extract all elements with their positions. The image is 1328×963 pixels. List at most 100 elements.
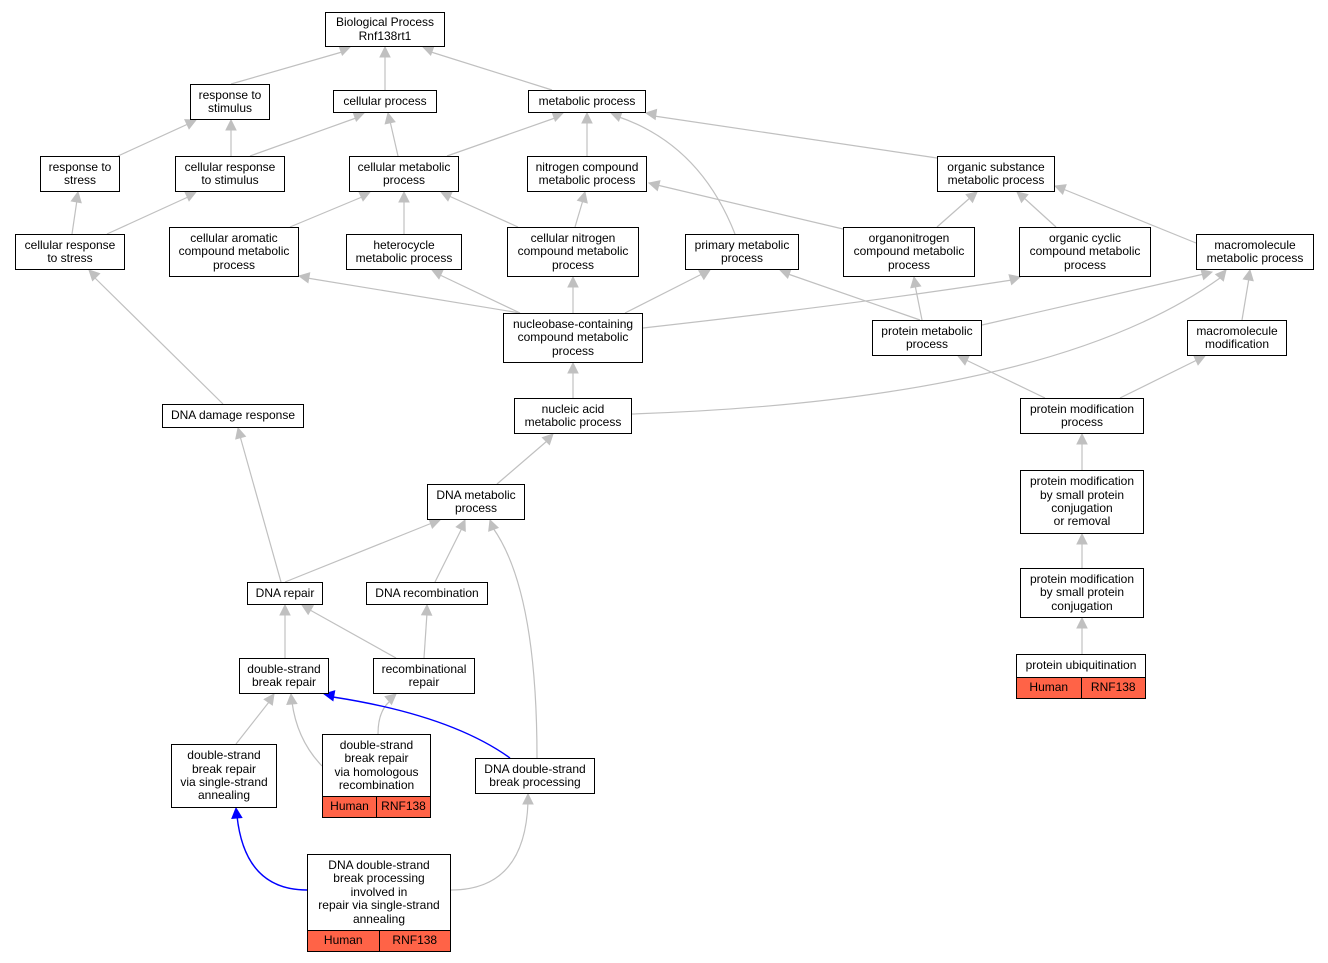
edge-cellular-response-to-stress-to-cellular-response-to-stimulus-arrowhead <box>184 191 198 202</box>
node-nucleobase-containing-compound-metabolic-process[interactable]: nucleobase-containing compound metabolic… <box>503 313 643 363</box>
node-metabolic-process[interactable]: metabolic process <box>528 90 646 113</box>
node-response-to-stress[interactable]: response to stress <box>40 156 120 192</box>
node-label: DNA metabolic process <box>436 487 516 515</box>
edge-dna-damage-response-to-cellular-response-to-stress <box>94 277 224 405</box>
node-dna-damage-response[interactable]: DNA damage response <box>162 404 304 428</box>
node-dsb-repair-via-single-strand-annealing[interactable]: double-strand break repair via single-st… <box>171 744 277 808</box>
node-label: metabolic process <box>538 93 636 108</box>
edge-dna-dsb-processing-to-double-strand-break-repair <box>332 696 511 759</box>
gene-label: RNF138 <box>376 797 430 817</box>
edge-protein-mod-small-or-removal-to-protein-modification-arrowhead <box>1076 432 1088 445</box>
node-macromolecule-modification[interactable]: macromolecule modification <box>1187 320 1287 356</box>
node-label: organonitrogen compound metabolic proces… <box>853 230 965 272</box>
edge-dna-dsb-processing-ssa-to-dna-dsb-processing <box>450 801 529 891</box>
node-macromolecule-metabolic-process[interactable]: macromolecule metabolic process <box>1196 234 1314 270</box>
gene-annotation: Human RNF138 <box>1017 677 1145 698</box>
node-dna-double-strand-break-processing[interactable]: DNA double-strand break processing <box>475 758 595 794</box>
node-label: cellular metabolic process <box>357 159 451 187</box>
edge-recombinational-repair-to-dna-recombination <box>423 612 428 659</box>
node-organic-substance-metabolic-process[interactable]: organic substance metabolic process <box>937 156 1055 192</box>
node-label: macromolecule modification <box>1196 323 1278 351</box>
edge-nucleobase-to-heterocycle <box>439 274 521 314</box>
node-dna-repair[interactable]: DNA repair <box>247 582 323 605</box>
edge-nucleobase-to-cellular-aromatic-arrowhead <box>297 272 311 284</box>
node-recombinational-repair[interactable]: recombinational repair <box>373 658 475 694</box>
species-label: Human <box>1029 680 1069 695</box>
node-dna-recombination[interactable]: DNA recombination <box>366 582 488 605</box>
edge-nucleic-acid-to-nucleobase-arrowhead <box>567 361 579 374</box>
edge-dna-dsb-processing-to-dna-metabolic <box>492 527 538 759</box>
node-label: response to stress <box>48 159 112 187</box>
edge-nucleobase-to-primary-metabolic-arrowhead <box>698 269 711 281</box>
edge-macromolecule-metabolic-to-organic-substance <box>1062 188 1197 244</box>
gene-label: RNF138 <box>1080 678 1146 698</box>
edge-cellular-nitrogen-to-nitrogen-compound <box>574 199 584 228</box>
edge-heterocycle-to-cellular-metabolic-arrowhead <box>398 190 410 203</box>
node-cellular-metabolic-process[interactable]: cellular metabolic process <box>349 156 459 192</box>
node-cellular-response-to-stress[interactable]: cellular response to stress <box>15 234 125 270</box>
edge-cellular-process-to-biological-process-arrowhead <box>379 45 391 58</box>
edge-cellular-metabolic-process-to-cellular-process <box>389 120 399 157</box>
node-label: response to stimulus <box>198 87 262 115</box>
node-biological-process[interactable]: Biological Process Rnf138rt1 <box>325 12 445 47</box>
edge-protein-metabolic-to-macromolecule-metabolic-arrowhead <box>1200 269 1214 281</box>
node-label: double-strand break repair via homologou… <box>334 737 419 792</box>
node-dna-dsb-processing-involved-in-repair-via-ssa[interactable]: DNA double-strand break processing invol… <box>307 854 451 952</box>
edge-dna-recombination-to-dna-metabolic <box>434 527 463 583</box>
node-dna-metabolic-process[interactable]: DNA metabolic process <box>427 484 525 520</box>
node-heterocycle-metabolic-process[interactable]: heterocycle metabolic process <box>346 234 462 270</box>
edge-macromolecule-modification-to-macromolecule-metabolic <box>1241 277 1250 321</box>
edge-protein-modification-to-macromolecule-modification-arrowhead <box>1193 355 1207 366</box>
edge-response-to-stress-to-response-to-stimulus-arrowhead <box>184 119 198 130</box>
edge-macromolecule-metabolic-to-organic-substance-arrowhead <box>1053 184 1067 196</box>
edge-dna-metabolic-to-nucleic-acid <box>496 440 548 485</box>
node-protein-modification-by-small-protein-conjugation[interactable]: protein modification by small protein co… <box>1020 568 1144 618</box>
edge-cellular-response-to-stress-to-response-to-stress-arrowhead <box>70 190 82 204</box>
edge-cellular-response-to-stimulus-to-cellular-process-arrowhead <box>352 111 366 123</box>
node-organonitrogen-compound-metabolic-process[interactable]: organonitrogen compound metabolic proces… <box>843 227 975 277</box>
edge-nucleobase-to-cellular-nitrogen-arrowhead <box>567 275 579 288</box>
edge-metabolic-process-to-biological-process-arrowhead <box>421 45 435 57</box>
node-nucleic-acid-metabolic-process[interactable]: nucleic acid metabolic process <box>514 398 632 434</box>
edge-dna-recombination-to-dna-metabolic-arrowhead <box>455 518 466 532</box>
edge-nucleobase-to-primary-metabolic <box>624 273 703 314</box>
edge-organic-substance-to-metabolic-process-arrowhead <box>644 108 658 121</box>
edge-homologous-recombination-to-double-strand-break-repair <box>291 701 323 767</box>
node-cellular-process[interactable]: cellular process <box>333 90 437 113</box>
node-label: double-strand break repair <box>247 661 321 689</box>
edge-dna-repair-to-dna-damage-response <box>239 435 282 583</box>
node-nitrogen-compound-metabolic-process[interactable]: nitrogen compound metabolic process <box>527 156 647 192</box>
edge-nitrogen-compound-to-metabolic-process-arrowhead <box>581 111 593 124</box>
node-response-to-stimulus[interactable]: response to stimulus <box>190 84 270 120</box>
node-double-strand-break-repair[interactable]: double-strand break repair <box>239 658 329 694</box>
edge-protein-metabolic-to-macromolecule-metabolic <box>981 273 1205 326</box>
node-label: organic cyclic compound metabolic proces… <box>1029 230 1141 272</box>
edge-cellular-metabolic-process-to-metabolic-process-arrowhead <box>551 111 565 123</box>
edge-protein-mod-small-to-protein-mod-small-or-removal-arrowhead <box>1076 532 1088 545</box>
node-protein-metabolic-process[interactable]: protein metabolic process <box>872 320 982 356</box>
edge-protein-metabolic-to-primary-metabolic <box>787 273 921 321</box>
edge-dna-repair-to-dna-metabolic-arrowhead <box>428 518 442 530</box>
edge-dna-dsb-processing-to-dna-metabolic-arrowhead <box>488 518 500 532</box>
node-label: macromolecule metabolic process <box>1206 237 1304 265</box>
edge-cellular-response-to-stimulus-to-cellular-process <box>249 117 357 157</box>
edge-ssa-repair-to-double-strand-break-repair <box>235 701 270 745</box>
node-primary-metabolic-process[interactable]: primary metabolic process <box>685 234 799 270</box>
node-protein-modification-process[interactable]: protein modification process <box>1020 398 1144 434</box>
node-cellular-response-to-stimulus[interactable]: cellular response to stimulus <box>175 156 285 192</box>
node-cellular-nitrogen-compound-metabolic-process[interactable]: cellular nitrogen compound metabolic pro… <box>507 227 639 277</box>
node-label: nucleic acid metabolic process <box>524 401 622 429</box>
node-protein-modification-by-small-protein-conjugation-or-removal[interactable]: protein modification by small protein co… <box>1020 470 1144 534</box>
node-cellular-aromatic-compound-metabolic-process[interactable]: cellular aromatic compound metabolic pro… <box>169 227 299 277</box>
edge-cellular-response-to-stress-to-response-to-stress <box>71 199 78 235</box>
node-dsb-repair-via-homologous-recombination[interactable]: double-strand break repair via homologou… <box>322 734 431 818</box>
edge-cellular-aromatic-to-cellular-metabolic-arrowhead <box>358 191 372 202</box>
node-label: nucleobase-containing compound metabolic… <box>512 316 634 358</box>
node-label: cellular aromatic compound metabolic pro… <box>178 230 290 272</box>
node-organic-cyclic-compound-metabolic-process[interactable]: organic cyclic compound metabolic proces… <box>1019 227 1151 277</box>
edge-protein-metabolic-to-organonitrogen-arrowhead <box>910 275 922 289</box>
node-label: DNA double-strand break processing <box>484 761 586 789</box>
edge-double-strand-break-repair-to-dna-repair-arrowhead <box>279 603 291 616</box>
node-label: recombinational repair <box>381 661 467 689</box>
